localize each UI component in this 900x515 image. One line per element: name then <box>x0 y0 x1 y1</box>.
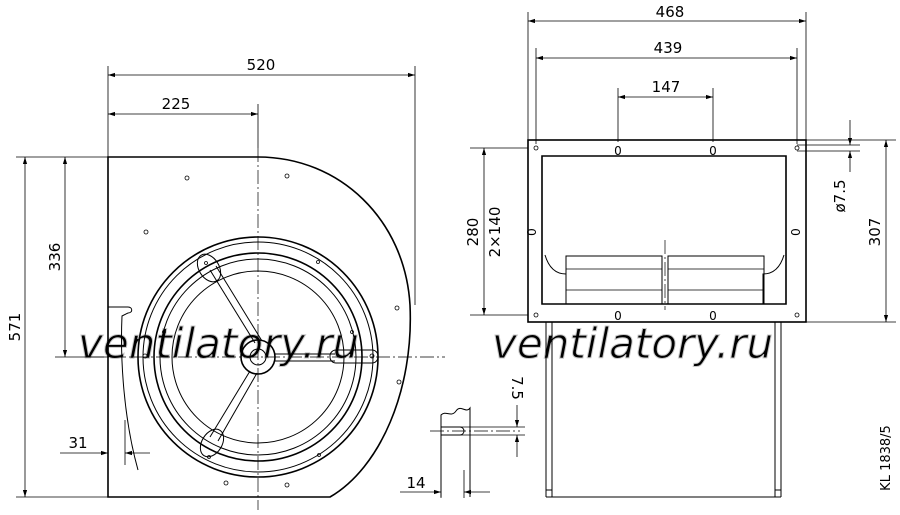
dim-outlet-height: 280 <box>464 218 482 247</box>
dim-height-overall: 571 <box>6 313 24 342</box>
hole-mark-top-2: 0 <box>709 144 717 158</box>
dim-hole-spacing: 147 <box>652 78 681 96</box>
dim-side-width-holes: 439 <box>654 39 683 57</box>
slot-detail: 7.5 14 <box>400 376 526 498</box>
dim-outlet-offset: 31 <box>68 434 87 452</box>
dim-hole-diameter: ø7.5 <box>831 179 849 212</box>
hole-mark-left: 0 <box>525 228 539 236</box>
hole-mark-bottom-1: 0 <box>614 309 622 323</box>
hole-mark-top-1: 0 <box>614 144 622 158</box>
front-view: 520 225 571 336 31 <box>6 56 445 510</box>
dim-flange-height: 307 <box>866 218 884 247</box>
side-view: 0 0 0 0 0 0 468 439 147 307 280 2×140 <box>464 3 896 498</box>
dim-width-to-center: 225 <box>162 95 191 113</box>
dim-width-overall: 520 <box>247 56 276 74</box>
dim-slot-width: 7.5 <box>508 376 526 400</box>
dim-height-to-center: 336 <box>46 243 64 272</box>
dim-slot-depth: 14 <box>406 474 425 492</box>
watermark-right: ventilatory.ru <box>492 319 773 368</box>
watermark-left: ventilatory.ru <box>78 319 359 368</box>
dim-outlet-width: 2×140 <box>486 207 504 258</box>
hole-mark-right: 0 <box>789 228 803 236</box>
drawing-code: KL 1838/5 <box>879 425 894 491</box>
hole-mark-bottom-2: 0 <box>709 309 717 323</box>
dim-side-width-overall: 468 <box>656 3 685 21</box>
